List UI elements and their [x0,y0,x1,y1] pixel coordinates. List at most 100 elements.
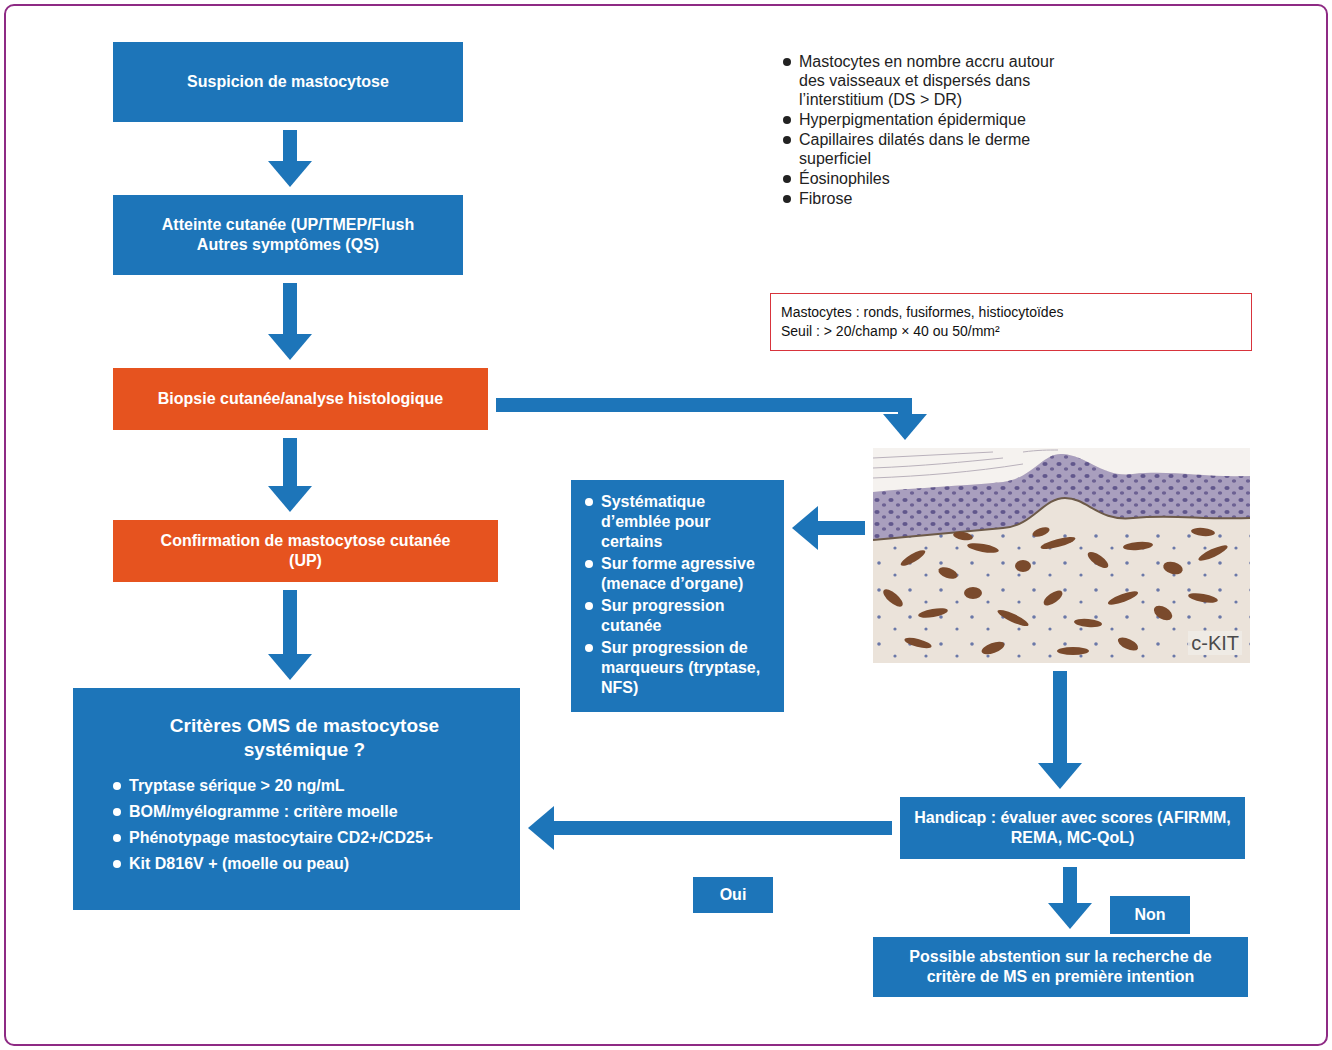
bullet-text: Systématique d’emblée pour certains [601,493,710,550]
arrow-shaft [283,590,297,656]
bullet-text: Sur progression cutanée [601,597,725,634]
outcome-box: Possible abstention sur la recherche de … [873,937,1248,997]
arrow-head [1038,763,1082,789]
flow-arrow [792,506,865,550]
bullet-dot [585,498,593,506]
dermis-nuclei [873,528,1250,663]
bullet-text: Kit D816V + (moelle ou peau) [129,855,349,872]
bullet-dot [113,834,121,842]
mast-cell [881,586,906,609]
bullet-text: Sur forme agressive (menace d’organe) [601,555,755,592]
criteria-box: Critères OMS de mastocytose systémique ?… [73,688,520,910]
mast-cell [903,636,932,651]
arrow-head [883,414,927,440]
box-text: Autres symptômes (QS) [197,235,379,255]
arrow-head [792,506,818,550]
mast-cell [937,565,959,581]
box-text: Handicap : évaluer avec scores (AFIRMM, … [914,808,1231,848]
flow-arrow [496,405,927,440]
bullet-text: Hyperpigmentation épidermique [799,111,1026,128]
flow-arrow [1048,867,1092,929]
bullet-dot [783,136,791,144]
epidermis-nuclei [873,454,1250,540]
criterion-item: Phénotypage mastocytaire CD2+/CD25+ [113,828,496,848]
note-item: Éosinophiles [783,169,1075,188]
action-box: Biopsie cutanée/analyse histologique [113,368,488,430]
box-text: Seuil : > 20/champ × 40 ou 50/mm² [781,322,1000,341]
note-item: Capillaires dilatés dans le derme superf… [783,130,1075,168]
bullet-dot [783,116,791,124]
answer-box: Oui [693,877,773,913]
box-text: Atteinte cutanée (UP/TMEP/Flush [162,215,414,235]
box-text: Suspicion de mastocytose [187,72,389,92]
mast-cell [964,587,982,599]
basal-layer [873,498,1250,540]
mast-cell [980,639,1006,657]
box-text: Oui [720,885,747,905]
stain-label: c-KIT [1188,631,1242,655]
bullet-text: Éosinophiles [799,170,890,187]
mast-cell [1191,527,1216,537]
arrow-head [528,806,554,850]
epidermis [873,454,1250,540]
bullet-dot [783,175,791,183]
mast-cell [918,606,949,619]
flow-arrow [268,130,312,187]
criterion-item: Tryptase sérique > 20 ng/mL [113,776,496,796]
mast-cell [1085,549,1110,571]
arrow-shaft [1063,867,1077,905]
mast-cell [1040,534,1077,551]
flow-arrow [1038,671,1082,789]
flow-arrow [268,438,312,512]
box-text: Mastocytes : ronds, fusiformes, histiocy… [781,303,1063,322]
box-text: Biopsie cutanée/analyse histologique [158,389,443,409]
indication-item: Sur progression de marqueurs (tryptase, … [585,638,776,698]
note-item: Fibrose [783,189,1075,208]
arrow-head [1048,903,1092,929]
mast-cell [1151,603,1174,623]
action-box: Confirmation de mastocytose cutanée (UP) [113,520,498,582]
note-item: Mastocytes en nombre accru autour des va… [783,52,1075,109]
arrow-shaft [552,821,892,835]
arrow-head [268,161,312,187]
bullet-dot [113,782,121,790]
answer-box: Non [1110,896,1190,934]
process-box: Handicap : évaluer avec scores (AFIRMM, … [900,797,1245,859]
mast-cell [1197,543,1229,564]
mast-cell [1107,589,1140,607]
arrow-shaft [1053,671,1067,765]
box-text: Non [1134,905,1165,925]
arrow-shaft [816,521,865,535]
bullet-dot [585,602,593,610]
note-item: Hyperpigmentation épidermique [783,110,1075,129]
indication-item: Sur progression cutanée [585,596,776,636]
indication-item: Systématique d’emblée pour certains [585,492,776,552]
arrow-head [268,654,312,680]
bullet-text: Mastocytes en nombre accru autour des va… [799,53,1054,108]
note-list: Mastocytes en nombre accru autour des va… [783,52,1075,209]
mast-cell [1041,588,1065,609]
criterion-item: BOM/myélogramme : critère moelle [113,802,496,822]
process-box: Suspicion de mastocytose [113,42,463,122]
mast-cell [1057,647,1089,655]
note-box: Mastocytes : ronds, fusiformes, histiocy… [770,293,1252,351]
arrow-shaft [496,405,905,416]
criterion-item: Kit D816V + (moelle ou peau) [113,854,496,874]
mast-cell [996,607,1030,629]
bullet-dot [783,195,791,203]
arrow-head [268,334,312,360]
arrow-shaft [283,130,297,163]
bullet-dot [783,58,791,66]
box-text: Confirmation de mastocytose cutanée (UP) [156,531,456,571]
bullet-text: BOM/myélogramme : critère moelle [129,803,398,820]
mast-cell [899,548,927,569]
flow-arrow [528,806,892,850]
bullet-dot [585,560,593,568]
flow-arrow [268,283,312,360]
box-title: Critères OMS de mastocytose systémique ? [165,714,445,762]
arrow-shaft [283,283,297,336]
bullet-text: Capillaires dilatés dans le derme superf… [799,131,1030,167]
mast-cells [881,525,1230,657]
arrow-shaft [283,438,297,488]
